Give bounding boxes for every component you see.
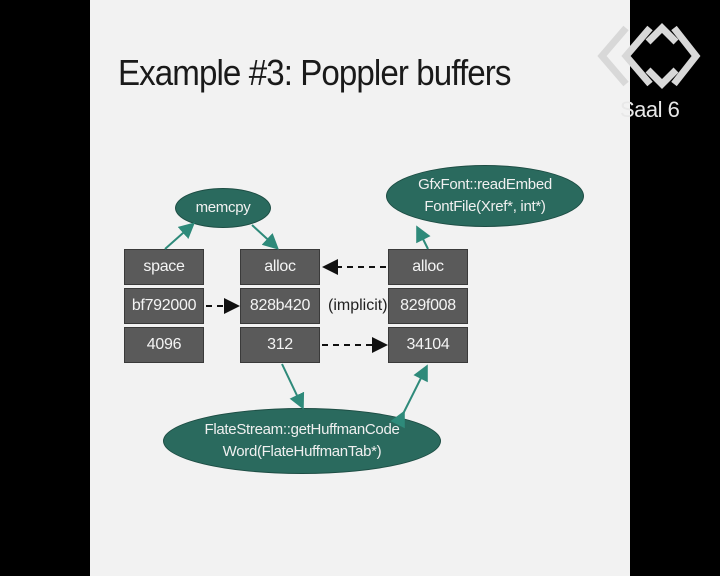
- arrow-alloc1-to-flatestream: [281, 363, 305, 410]
- box-alloc2-label: alloc: [388, 249, 468, 285]
- flatestream-label-line2: Word(FlateHuffmanTab*): [222, 443, 382, 460]
- arrow-alloc2-to-gfxfont: [416, 225, 431, 250]
- box-space-label: space: [124, 249, 204, 285]
- arrow-flatestream-alloc2: [390, 364, 428, 429]
- box-space-address: bf792000: [124, 288, 204, 324]
- flatestream-node: FlateStream::getHuffmanCode Word(FlateHu…: [163, 408, 441, 474]
- slide-title: Example #3: Poppler buffers: [118, 52, 511, 93]
- arrow-space-to-memcpy: [164, 222, 195, 250]
- ccc-logo-icon: [596, 22, 702, 132]
- box-alloc1-label: alloc: [240, 249, 320, 285]
- box-alloc2-size: 34104: [388, 327, 468, 363]
- box-space-size: 4096: [124, 327, 204, 363]
- box-alloc1-size: 312: [240, 327, 320, 363]
- memcpy-label: memcpy: [195, 199, 251, 216]
- gfxfont-label-line2: FontFile(Xref*, int*): [424, 198, 546, 215]
- implicit-label: (implicit): [328, 297, 388, 314]
- memcpy-node: memcpy: [175, 188, 271, 228]
- box-alloc1-address: 828b420: [240, 288, 320, 324]
- gfxfont-label-line1: GfxFont::readEmbed: [418, 176, 552, 193]
- gfxfont-node: GfxFont::readEmbed FontFile(Xref*, int*): [386, 165, 584, 227]
- room-label: Saal 6: [620, 97, 680, 122]
- arrow-memcpy-to-alloc1: [251, 224, 279, 250]
- flatestream-label-line1: FlateStream::getHuffmanCode: [204, 421, 400, 438]
- box-alloc2-address: 829f008: [388, 288, 468, 324]
